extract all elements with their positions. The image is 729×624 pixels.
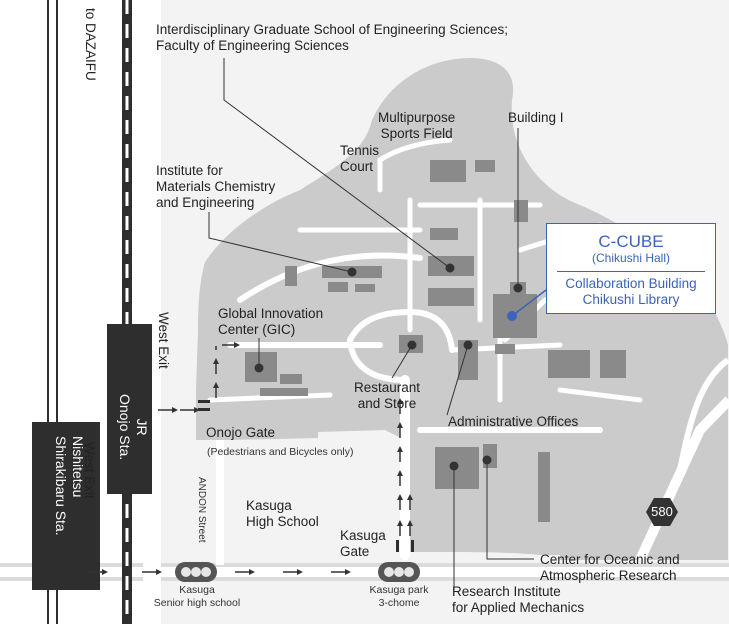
marker-dots	[254, 263, 523, 471]
leader-lines	[208, 58, 534, 590]
label-admin-offices: Administrative Offices	[448, 414, 579, 429]
label-gic-line2: Center (GIC)	[218, 322, 296, 337]
nishitetsu-station-line2: Shirakibaru Sta.	[53, 436, 69, 536]
jr-onojo-station: JR Onojo Sta.	[116, 394, 150, 460]
label-signal1-line2: Senior high school	[153, 597, 241, 609]
label-signal2-line1: Kasuga park	[369, 584, 429, 596]
label-tennis-court: Tennis Court	[340, 143, 379, 175]
label-building-i: Building I	[508, 110, 564, 125]
jr-station-line2: Onojo Sta.	[117, 394, 133, 461]
label-gic-line1: Global Innovation	[218, 306, 324, 321]
label-andon-street: ANDON Street	[196, 477, 207, 543]
label-sports-line1: Multipurpose	[378, 110, 456, 125]
ccube-subtitle: (Chikushi Hall)	[591, 251, 671, 265]
buildings	[245, 160, 626, 522]
ccube-callout: C-CUBE (Chikushi Hall) Collaboration Bui…	[546, 223, 716, 314]
signal-kasuga-senior-high	[175, 562, 217, 582]
label-kasuga-high-school: Kasuga High School	[246, 498, 319, 530]
label-signal-kasuga-park: Kasuga park 3-chome	[352, 584, 446, 610]
nishitetsu-shirakibaru-station: Nishitetsu Shirakibaru Sta.	[52, 436, 86, 536]
label-signal-kasuga-senior-high: Kasuga Senior high school	[142, 584, 252, 610]
nishitetsu-station-line1: Nishitetsu	[70, 436, 86, 498]
ccube-chikushi-library: Chikushi Library	[582, 292, 680, 307]
label-coar-line1: Center for Oceanic and	[540, 552, 680, 567]
label-sports-line2: Sports Field	[380, 126, 453, 141]
label-sports-field: Multipurpose Sports Field	[378, 110, 455, 142]
label-onojo-gate-note: (Pedestrians and Bicycles only)	[207, 446, 354, 458]
label-kasuga-hs-line2: High School	[246, 514, 319, 529]
label-riam-line1: Research Institute	[452, 584, 561, 599]
label-signal1-line1: Kasuga	[179, 584, 215, 596]
ccube-marker	[507, 311, 517, 321]
ccube-divider	[557, 271, 705, 272]
label-igse-line1: Interdisciplinary Graduate School of Eng…	[156, 22, 508, 37]
ccube-leader	[511, 289, 547, 317]
label-coar: Center for Oceanic and Atmospheric Resea…	[540, 552, 680, 584]
label-riam-line2: for Applied Mechanics	[452, 600, 585, 615]
label-igse-line2: Faculty of Engineering Sciences	[156, 38, 349, 53]
label-route-580: 580	[651, 504, 673, 519]
kasuga-gate-marker	[396, 540, 414, 552]
label-restaurant-line1: Restaurant	[354, 380, 421, 395]
label-kasuga-gate-line2: Gate	[340, 544, 370, 559]
label-kasuga-gate: Kasuga Gate	[340, 528, 386, 560]
label-west-exit-jr: West Exit	[156, 312, 171, 369]
label-tennis-line1: Tennis	[340, 143, 380, 158]
ccube-title: C-CUBE	[598, 232, 664, 251]
label-igse: Interdisciplinary Graduate School of Eng…	[156, 22, 508, 54]
label-signal2-line2: 3-chome	[378, 597, 420, 609]
label-restaurant: Restaurant and Store	[354, 380, 420, 412]
label-coar-line2: Atmospheric Research	[540, 568, 677, 583]
nishitetsu-station-box	[32, 422, 100, 590]
road-east	[677, 357, 729, 471]
route-580-sign	[646, 498, 678, 526]
jr-station-box	[107, 324, 152, 494]
label-imce-line3: and Engineering	[156, 195, 255, 210]
label-kasuga-gate-line1: Kasuga	[340, 528, 386, 543]
onojo-gate-marker	[198, 400, 210, 411]
signal-kasuga-park	[378, 562, 420, 582]
label-to-dazaifu: to DAZAIFU	[83, 8, 98, 81]
jr-railway	[122, 0, 132, 624]
label-imce: Institute for Materials Chemistry and En…	[156, 163, 275, 211]
label-tennis-line2: Court	[340, 159, 374, 174]
route-arrows	[88, 342, 413, 575]
label-imce-line1: Institute for	[156, 163, 223, 178]
label-imce-line2: Materials Chemistry	[156, 179, 276, 194]
label-riam: Research Institute for Applied Mechanics	[452, 584, 584, 616]
jr-station-line1: JR	[134, 418, 150, 436]
label-kasuga-hs-line1: Kasuga	[246, 498, 292, 513]
ccube-collaboration-building: Collaboration Building	[565, 276, 697, 291]
label-onojo-gate: Onojo Gate	[206, 425, 276, 440]
label-restaurant-line2: and Store	[357, 396, 417, 411]
label-gic: Global Innovation Center (GIC)	[218, 306, 323, 338]
